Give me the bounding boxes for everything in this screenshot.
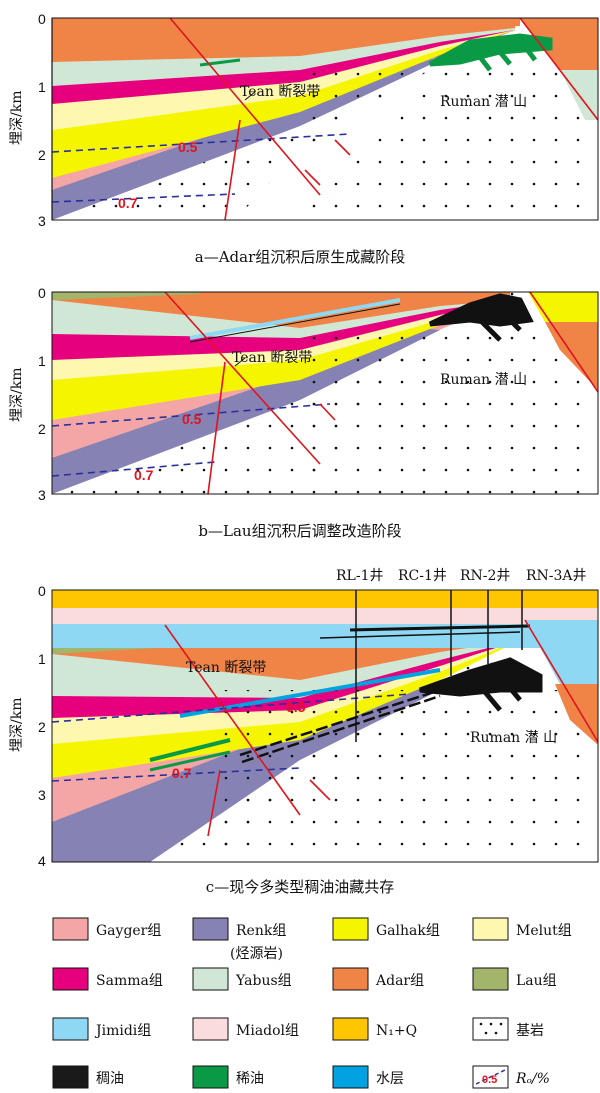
tick-a-3: 3 <box>38 213 46 229</box>
panel-c: RL-1井 RC-1井 RN-2井 RN-3A井 0 1 2 3 4 埋深/km… <box>9 568 599 896</box>
tick-b-0: 0 <box>38 285 46 301</box>
legend-item-renk: Renk组 (烃源岩) <box>192 917 286 962</box>
svg-text:Melut组: Melut组 <box>516 923 572 939</box>
svg-text:Samma组: Samma组 <box>96 973 163 989</box>
ro-swatch-text: 0.5 <box>482 1074 497 1086</box>
svg-text:稠油: 稠油 <box>96 1071 124 1087</box>
hill-label-a: Ruman 潜 山 <box>440 94 527 110</box>
fault-label-b: Tean 断裂带 <box>232 350 312 366</box>
tick-c-4: 4 <box>38 853 46 869</box>
legend-item-galhak: Galhak组 <box>332 917 440 941</box>
legend-item-jimidi: Jimidi组 <box>52 1017 151 1041</box>
ro-label-b-07: 0.7 <box>134 467 154 483</box>
svg-text:N₁+Q: N₁+Q <box>376 1023 417 1039</box>
tick-b-2: 2 <box>38 421 46 437</box>
svg-text:Gayger组: Gayger组 <box>96 923 161 939</box>
tick-a-0: 0 <box>38 11 46 27</box>
svg-text:Yabus组: Yabus组 <box>235 973 292 989</box>
panel-b: 0 1 2 3 埋深/km 0.5 0.7 Tean 断裂带 Ruman 潜 山… <box>9 285 599 540</box>
adar-top-a <box>52 18 520 60</box>
well-label-rc1: RC-1井 <box>398 568 447 584</box>
tick-c-3: 3 <box>38 787 46 803</box>
tick-b-3: 3 <box>38 487 46 503</box>
svg-text:Miadol组: Miadol组 <box>236 1023 299 1039</box>
tick-a-1: 1 <box>38 79 46 95</box>
right-block-c <box>525 620 598 684</box>
fault-label-c: Tean 断裂带 <box>186 660 266 676</box>
legend-item-lau: Lau组 <box>472 967 557 991</box>
svg-text:Rₒ/%: Rₒ/% <box>515 1071 550 1087</box>
well-label-rn3a: RN-3A井 <box>526 568 587 584</box>
legend-item-ro: 0.5 Rₒ/% <box>472 1065 550 1089</box>
svg-text:Adar组: Adar组 <box>375 973 424 989</box>
tick-c-0: 0 <box>38 583 46 599</box>
legend-item-adar: Adar组 <box>332 967 424 991</box>
lau-layer-b <box>52 292 200 300</box>
fault-label-a: Tean 断裂带 <box>240 84 320 100</box>
well-label-rn2: RN-2井 <box>460 568 510 584</box>
y-axis-label-a: 埋深/km <box>9 91 25 145</box>
caption-c: c—现今多类型稠油油藏共存 <box>206 878 394 896</box>
heavy-oil-b <box>428 293 534 342</box>
caption-b: b—Lau组沉积后调整改造阶段 <box>198 522 401 540</box>
tick-c-2: 2 <box>38 719 46 735</box>
tean-fault-a <box>169 18 321 196</box>
svg-text:Lau组: Lau组 <box>516 973 557 989</box>
legend-item-basement: 基岩 <box>472 1017 544 1041</box>
ro-label-a-05: 0.5 <box>178 139 198 155</box>
svg-text:Galhak组: Galhak组 <box>376 923 440 939</box>
renk-layer-a <box>52 18 515 220</box>
n1q-layer-c <box>52 590 598 608</box>
svg-text:(烃源岩): (烃源岩) <box>230 946 283 962</box>
legend-item-light-oil: 稀油 <box>192 1065 264 1089</box>
ro-label-c-05: 0.5 <box>286 699 306 715</box>
ro-label-b-05: 0.5 <box>182 411 202 427</box>
tean-fault-c <box>164 624 301 816</box>
legend-item-heavy-oil: 稠油 <box>52 1065 124 1089</box>
svg-text:Jimidi组: Jimidi组 <box>94 1023 151 1039</box>
well-label-rl1: RL-1井 <box>336 568 383 584</box>
legend-item-samma: Samma组 <box>52 967 163 991</box>
miadol-layer-c <box>52 608 598 624</box>
svg-text:基岩: 基岩 <box>516 1022 544 1039</box>
ro-label-c-07: 0.7 <box>172 765 192 781</box>
legend: Gayger组 Renk组 (烃源岩) Galhak组 Melut组 Samma… <box>52 917 572 1089</box>
svg-text:Renk组: Renk组 <box>236 923 286 939</box>
tick-c-1: 1 <box>38 651 46 667</box>
legend-item-gayger: Gayger组 <box>52 917 161 941</box>
hill-label-b: Ruman 潜 山 <box>440 372 527 388</box>
y-axis-label-b: 埋深/km <box>9 368 25 422</box>
svg-text:水层: 水层 <box>376 1071 404 1087</box>
caption-a: a—Adar组沉积后原生成藏阶段 <box>195 248 406 266</box>
hill-label-c: Ruman 潜 山 <box>470 730 557 746</box>
jimidi-layer-c <box>52 624 598 648</box>
light-oil-a <box>428 33 553 72</box>
legend-item-n1q: N₁+Q <box>332 1017 417 1041</box>
legend-item-miadol: Miadol组 <box>192 1017 299 1041</box>
tean-fault-b <box>164 292 321 465</box>
svg-text:稀油: 稀油 <box>236 1071 264 1087</box>
legend-item-melut: Melut组 <box>472 917 572 941</box>
ro-label-a-07: 0.7 <box>118 195 138 211</box>
panel-a: 0 1 2 3 埋深/km 0.5 0.7 Tean 断裂带 Ruman 潜 山… <box>9 11 599 266</box>
legend-item-water: 水层 <box>332 1065 404 1089</box>
tick-b-1: 1 <box>38 353 46 369</box>
legend-item-yabus: Yabus组 <box>192 967 292 991</box>
heavy-oil-c <box>419 657 543 712</box>
tick-a-2: 2 <box>38 147 46 163</box>
y-axis-label-c: 埋深/km <box>9 698 25 752</box>
